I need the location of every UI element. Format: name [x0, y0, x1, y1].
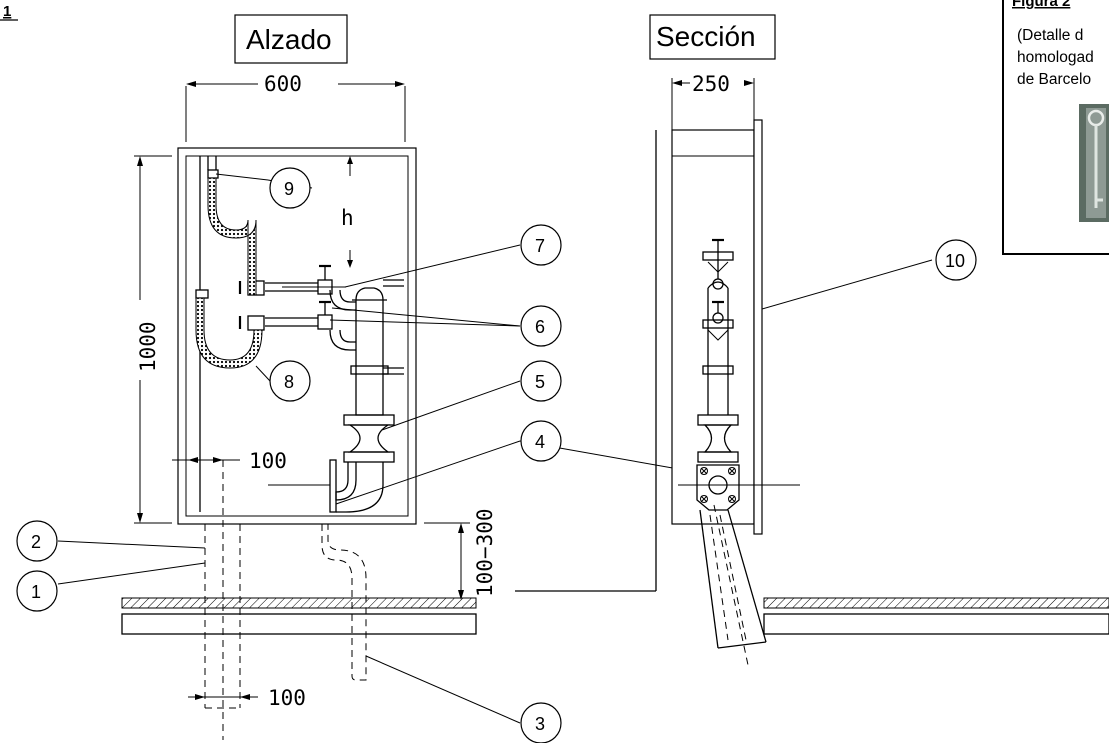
callout-4: 4	[520, 420, 562, 462]
alzado-title-box	[234, 14, 348, 64]
svg-text:3: 3	[535, 714, 545, 734]
inset-line-1: (Detalle d	[1017, 27, 1083, 44]
svg-text:8: 8	[284, 372, 294, 392]
callout-8: 8	[269, 360, 311, 402]
figure-ref: 1	[3, 3, 11, 20]
callout-9: 9	[269, 167, 311, 209]
svg-text:7: 7	[535, 236, 545, 256]
dimension-height: 1000	[136, 321, 160, 372]
cabinet-section	[671, 129, 755, 525]
seccion-view: Sección 250	[515, 14, 1109, 666]
seccion-title: Sección	[656, 21, 756, 52]
svg-text:1: 1	[31, 582, 41, 602]
svg-text:10: 10	[945, 251, 965, 271]
svg-text:2: 2	[31, 532, 41, 552]
alzado-view: Alzado 600 1000 h	[121, 14, 497, 740]
callout-1: 1	[16, 570, 58, 612]
cabinet-inner	[185, 155, 409, 517]
seccion-title-box	[649, 14, 776, 60]
dimension-h: h	[341, 206, 354, 230]
svg-text:5: 5	[535, 372, 545, 392]
dimension-floor-gap: 100−300	[473, 508, 497, 597]
floor-hatch-right	[763, 597, 1109, 609]
svg-text:4: 4	[535, 432, 545, 452]
callout-6: 6	[520, 305, 562, 347]
callout-5: 5	[520, 360, 562, 402]
inset-line-2: homologad	[1017, 49, 1094, 66]
callouts: 1 2 3 4 5 6 7 8 9 10	[16, 167, 977, 743]
dimension-width: 600	[264, 72, 302, 96]
floor-slab-right	[763, 613, 1109, 635]
callout-2: 2	[16, 520, 58, 562]
key-photo	[1079, 104, 1109, 222]
floor-slab-left	[121, 613, 477, 635]
floor-hatch-left	[121, 597, 477, 609]
inset-line-3: de Barcelo	[1017, 71, 1091, 88]
callout-7: 7	[520, 224, 562, 266]
cabinet-door	[753, 119, 763, 535]
svg-text:9: 9	[284, 179, 294, 199]
svg-text:6: 6	[535, 317, 545, 337]
alzado-title: Alzado	[246, 24, 332, 55]
inset-figure: Figura 2 (Detalle d homologad de Barcelo	[1002, 0, 1109, 255]
dimension-depth: 250	[692, 72, 730, 96]
inset-title: Figura 2	[1012, 0, 1070, 10]
callout-10: 10	[935, 239, 977, 281]
dimension-pipe-width: 100	[268, 686, 306, 710]
dimension-pipe-offset: 100	[249, 449, 287, 473]
callout-3: 3	[520, 702, 562, 743]
